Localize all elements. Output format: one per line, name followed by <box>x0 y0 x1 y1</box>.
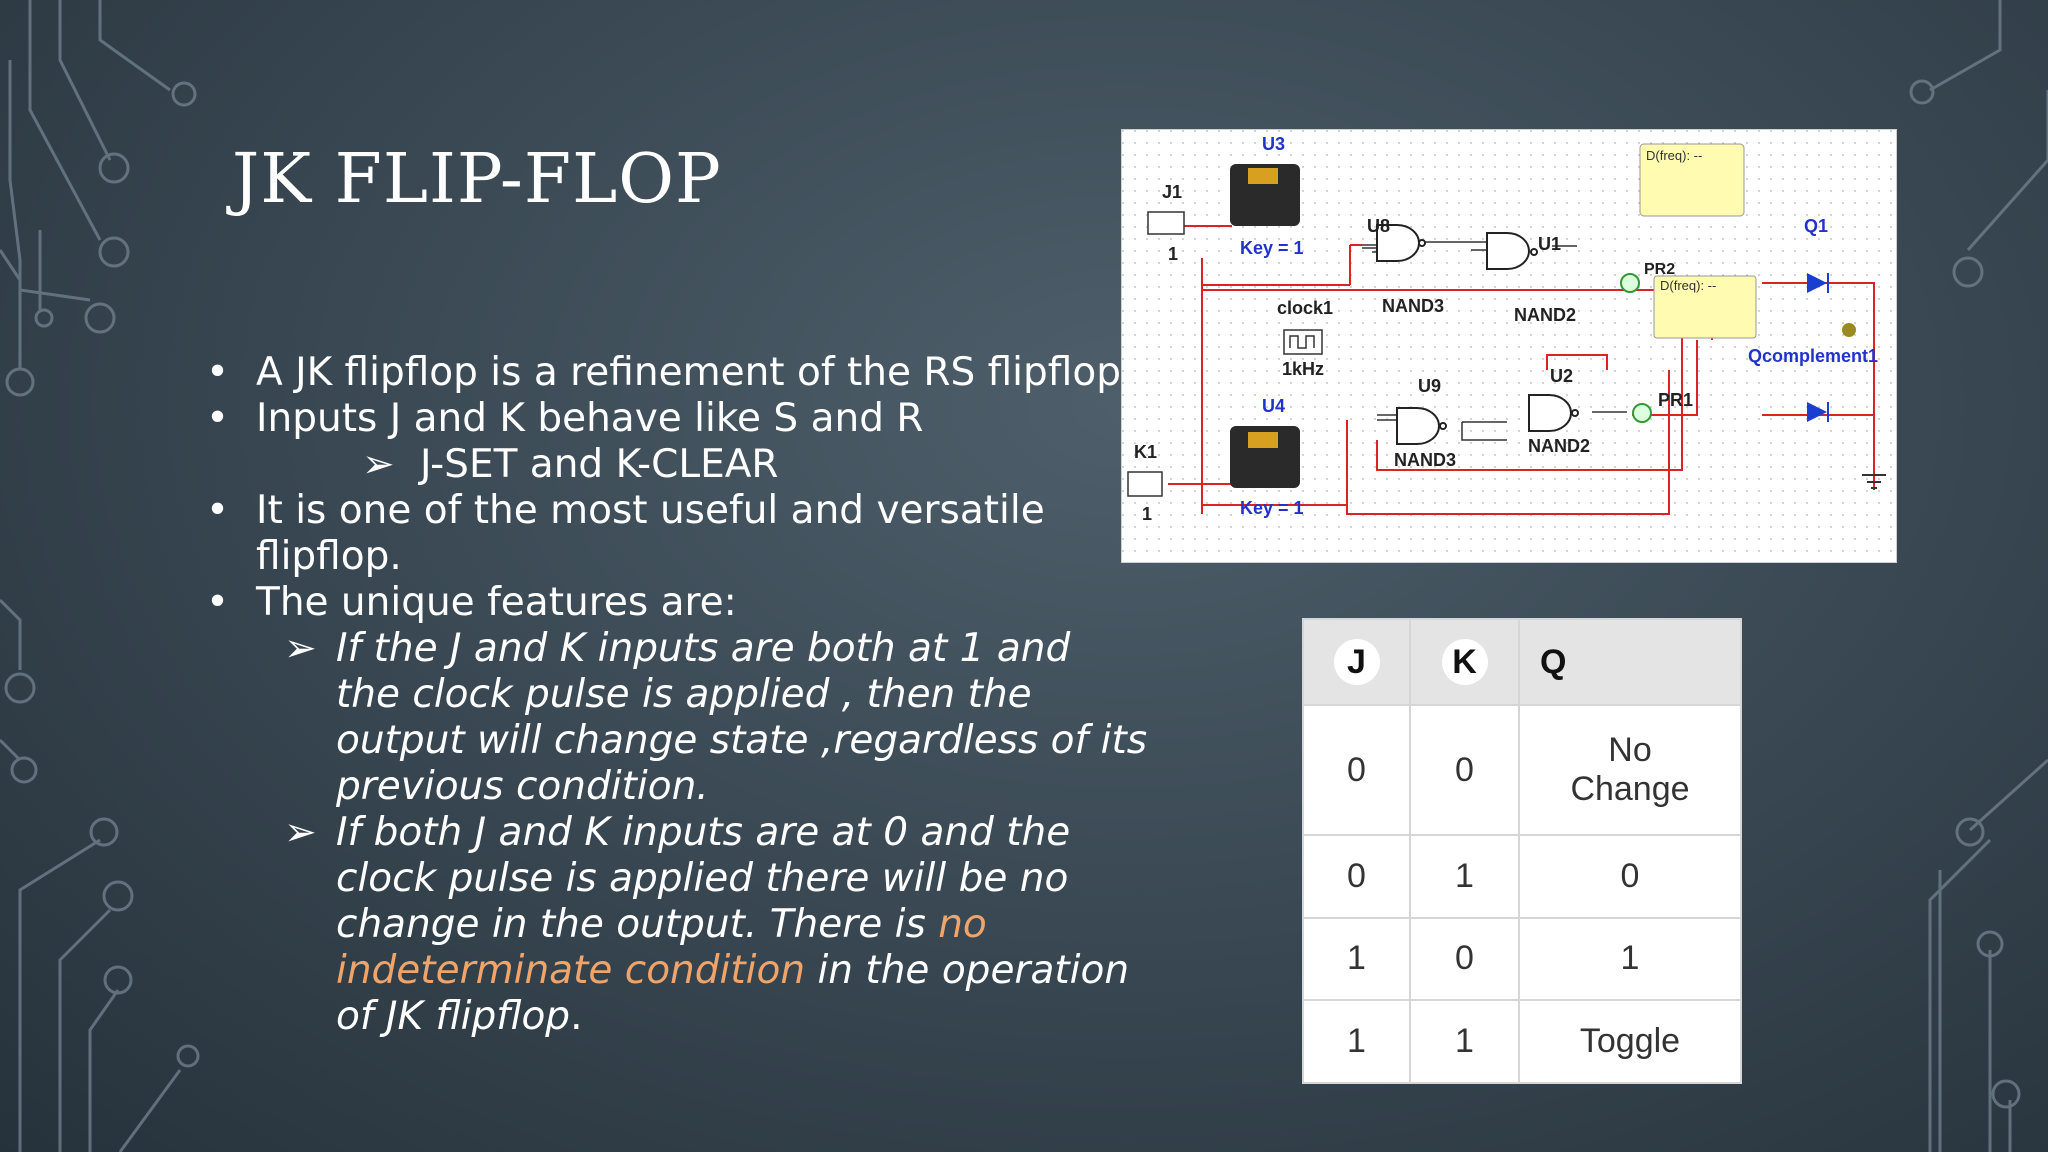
label-pr2: PR2 <box>1644 261 1675 278</box>
sub-bullet-continuation: of JK flipflop. <box>336 994 583 1039</box>
label-nand3-top: NAND3 <box>1382 296 1444 316</box>
table-row: 1 0 1 <box>1302 916 1742 1002</box>
label-qcomplement: Qcomplement1 <box>1748 346 1878 366</box>
table-cell: 1 <box>1302 999 1411 1084</box>
table-cell: 1 <box>1518 916 1742 1002</box>
sub-bullet-continuation: output will change state ,regardless of … <box>336 718 1148 763</box>
header-j: J <box>1302 618 1411 706</box>
sub-bullet-item: ➢J-SET and K-CLEAR <box>362 442 779 487</box>
label-dfreq-2: D(freq): -- <box>1660 278 1716 293</box>
bullet-item: Inputs J and K behave like S and R <box>200 396 1130 442</box>
circuit-schematic: U3 J1 1 Key = 1 U8 NAND3 U1 NAND2 PR2 D(… <box>1122 130 1896 562</box>
label-dfreq-1: D(freq): -- <box>1646 148 1702 163</box>
arrow-bullet-icon: ➢ <box>284 810 317 855</box>
table-cell: 1 <box>1409 999 1520 1084</box>
label-clock: clock1 <box>1277 298 1333 318</box>
sub-bullet-continuation: indeterminate condition in the operation <box>336 948 1130 993</box>
label-k1: K1 <box>1134 442 1157 462</box>
header-k: K <box>1409 618 1520 706</box>
label-k1-value: 1 <box>1142 504 1152 524</box>
label-u9: U9 <box>1418 376 1441 396</box>
table-cell: Toggle <box>1518 999 1742 1084</box>
sub-bullet-continuation: change in the output. There is no <box>336 902 987 947</box>
table-cell: 1 <box>1302 916 1411 1002</box>
table-cell: 0 <box>1302 834 1411 919</box>
label-j1: J1 <box>1162 182 1182 202</box>
label-q1: Q1 <box>1804 216 1828 236</box>
bullet-item: It is one of the most useful and versati… <box>200 488 1130 534</box>
table-row: 0 1 0 <box>1302 834 1742 919</box>
label-u8: U8 <box>1367 216 1390 236</box>
bullet-continuation: flipflop. <box>256 534 402 579</box>
label-u3: U3 <box>1262 134 1285 154</box>
label-nand2-bottom: NAND2 <box>1528 436 1590 456</box>
label-key-bottom: Key = 1 <box>1240 498 1304 518</box>
bullet-item: The unique features are: <box>200 580 1130 626</box>
table-cell: 0 <box>1518 834 1742 919</box>
label-j1-value: 1 <box>1168 244 1178 264</box>
label-key-top: Key = 1 <box>1240 238 1304 258</box>
label-pr1: PR1 <box>1658 390 1693 410</box>
slide-title: JK FLIP-FLOP <box>232 140 722 219</box>
label-nand2-top: NAND2 <box>1514 305 1576 325</box>
table-cell: 0 <box>1409 916 1520 1002</box>
sub-bullet-continuation: the clock pulse is applied , then the <box>336 672 1032 717</box>
sub-bullet-item: ➢If the J and K inputs are both at 1 and <box>284 626 1071 671</box>
table-row: 1 1 Toggle <box>1302 999 1742 1084</box>
label-u1: U1 <box>1538 234 1561 254</box>
bullet-list: A JK flipflop is a refinement of the RS … <box>200 350 1148 1040</box>
highlight-text: no <box>938 902 987 947</box>
table-cell: 0 <box>1409 704 1520 836</box>
sub-bullet-item: ➢If both J and K inputs are at 0 and the <box>284 810 1071 855</box>
header-q: Q <box>1518 618 1742 706</box>
table-cell: 1 <box>1409 834 1520 919</box>
bullet-item: A JK flipflop is a refinement of the RS … <box>200 350 1133 396</box>
sub-bullet-continuation: previous condition. <box>336 764 709 809</box>
label-nand3-bottom: NAND3 <box>1394 450 1456 470</box>
label-u2: U2 <box>1550 366 1573 386</box>
highlight-text: indeterminate condition <box>336 948 806 993</box>
arrow-bullet-icon: ➢ <box>284 626 317 671</box>
table-cell: 0 <box>1302 704 1411 836</box>
label-u4: U4 <box>1262 396 1285 416</box>
label-frequency: 1kHz <box>1282 359 1324 379</box>
arrow-bullet-icon: ➢ <box>362 442 395 487</box>
sub-bullet-continuation: clock pulse is applied there will be no <box>336 856 1069 901</box>
